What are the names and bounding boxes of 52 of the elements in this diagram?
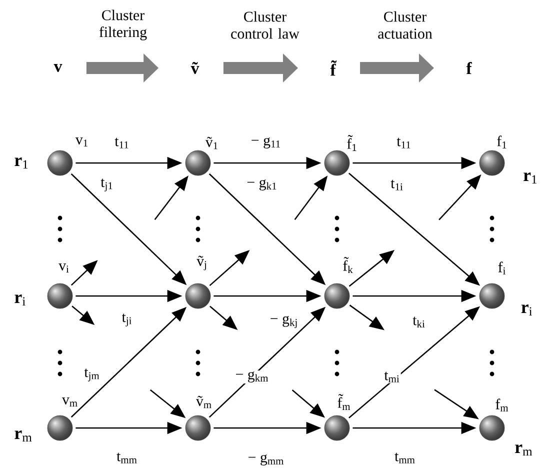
sphere: [479, 283, 505, 309]
node-label: ṽ$_{j}$: [196, 256, 206, 270]
node-label: f̃$_{m}$: [338, 394, 350, 410]
sphere: [479, 150, 505, 176]
edge-label: − g$_{k1}$: [247, 180, 276, 190]
row-label: r$_{m}$: [14, 430, 32, 442]
edge-label: t$_{ji}$: [122, 314, 132, 326]
edge-label: − g$_{km}$: [236, 372, 268, 382]
edge-label: Cluster filtering: [99, 10, 147, 40]
sphere: [479, 415, 505, 441]
row-label: r$_{1}$: [14, 157, 28, 169]
edge-label: t$_{jm}$: [84, 368, 100, 382]
edge-label: Cluster control law: [231, 11, 300, 39]
node-label: v$_{1}$: [75, 138, 88, 146]
sphere: [185, 283, 211, 309]
node-label: ṽ$_{m}$: [196, 396, 212, 408]
edge-label: t$_{mi}$: [384, 372, 400, 382]
edge-label: t$_{11}$: [396, 138, 410, 148]
sphere: [185, 150, 211, 176]
symbol-label: f̃: [330, 60, 337, 76]
sphere: [324, 415, 350, 441]
node-label: ṽ$_{1}$: [205, 136, 218, 150]
edge-label: t$_{j1}$: [100, 178, 112, 192]
symbol-label: ṽ: [190, 62, 200, 74]
node-label: f̃$_{k}$: [343, 256, 353, 274]
symbol-label: f: [466, 62, 472, 74]
edge-label: − g$_{kj}$: [270, 316, 297, 328]
edge-label: − g$_{mm}$: [248, 454, 284, 466]
sphere: [324, 283, 350, 309]
node-label: f$_{i}$: [498, 262, 506, 274]
node-label: f̃$_{1}$: [347, 135, 356, 151]
sphere: [47, 150, 73, 176]
row-label: r$_{i}$: [14, 294, 26, 306]
node-label: v$_{m}$: [62, 398, 78, 406]
symbol-label: v: [54, 64, 62, 72]
sphere: [47, 283, 73, 309]
edge-label: − g$_{11}$: [252, 138, 280, 148]
sphere: [185, 415, 211, 441]
row-label: r$_{m}$: [515, 444, 532, 456]
row-label: r$_{1}$: [524, 172, 537, 184]
edge-label: t$_{11}$: [114, 138, 128, 148]
edge-label: t$_{mm}$: [116, 452, 137, 464]
node-label: f$_{1}$: [497, 136, 506, 148]
sphere: [324, 150, 350, 176]
edge-label: t$_{ki}$: [412, 316, 425, 328]
sphere: [47, 415, 73, 441]
node-label: v$_{i}$: [58, 264, 69, 272]
edge-label: Cluster actuation: [378, 11, 432, 39]
node-label: f$_{m}$: [496, 398, 508, 412]
edge-label: t$_{mm}$: [394, 452, 415, 464]
edge-label: t$_{1i}$: [390, 180, 403, 190]
row-label: r$_{i}$: [521, 304, 532, 316]
